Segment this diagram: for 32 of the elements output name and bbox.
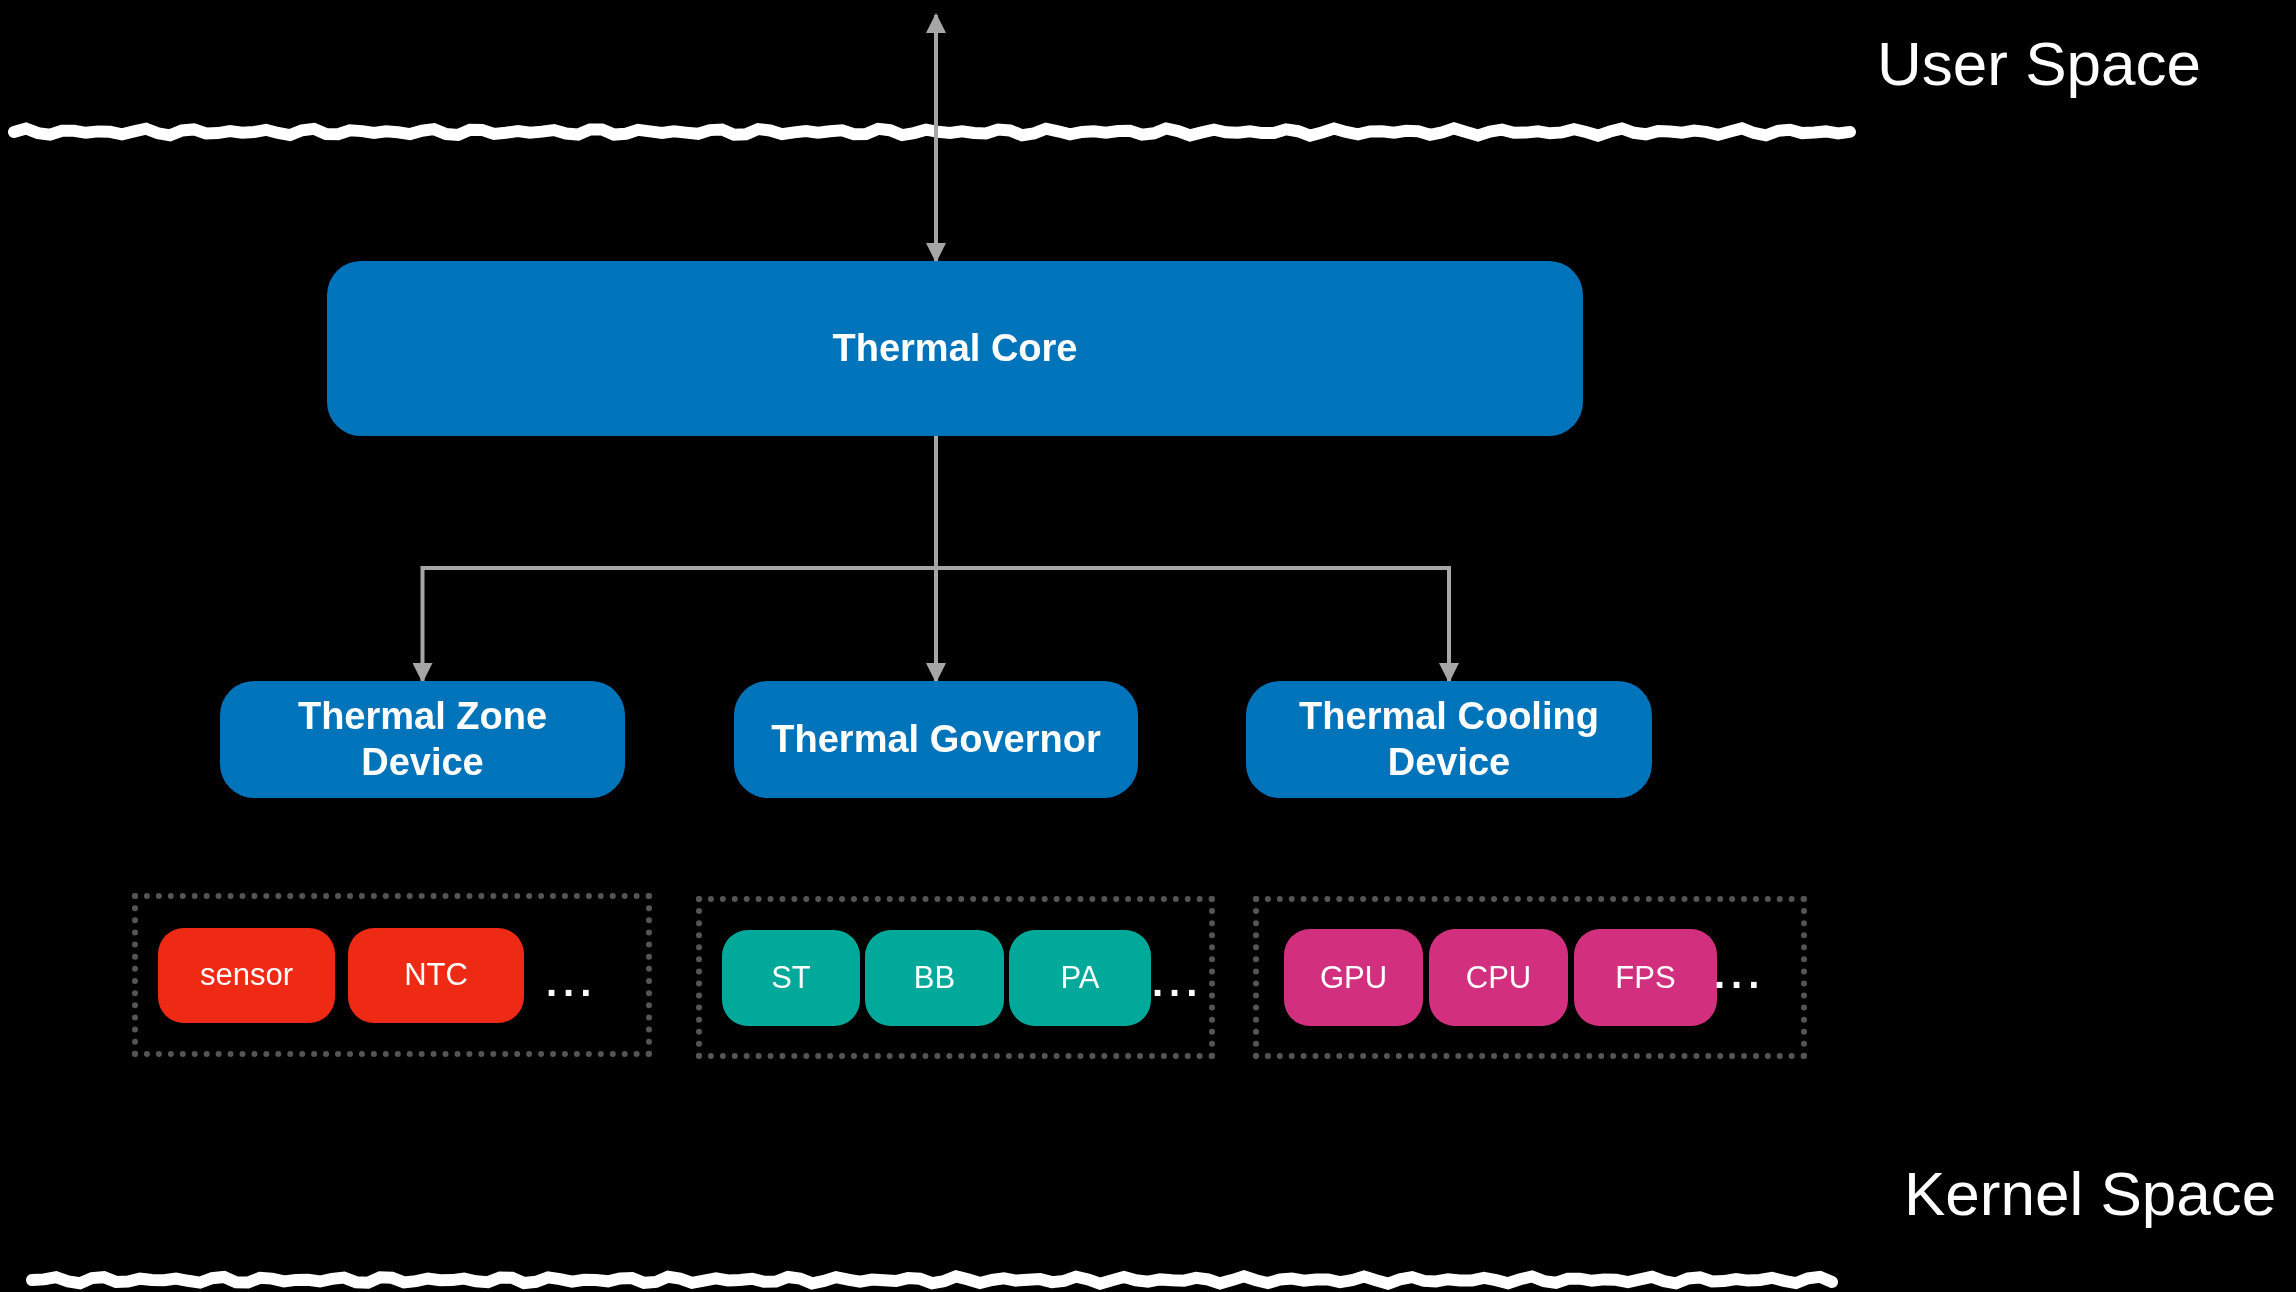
process-box	[1246, 681, 1652, 798]
dashed-group-box	[132, 893, 652, 1057]
arrow	[926, 13, 946, 263]
box-label: PA	[1060, 958, 1100, 997]
box-label: BB	[913, 958, 956, 997]
dashed-group-box	[1253, 896, 1807, 1059]
module-pill	[865, 929, 1004, 1026]
box-label: ST	[771, 958, 811, 997]
module-pill	[348, 927, 524, 1023]
box-label: Thermal Governor	[771, 716, 1101, 762]
dashed-group-box	[696, 896, 1215, 1059]
box-label: GPU	[1319, 958, 1388, 997]
process-box	[327, 261, 1583, 436]
module-pill	[1574, 929, 1717, 1026]
section-label: User Space	[1877, 28, 2201, 99]
module-pill	[1284, 929, 1423, 1026]
box-label: CPU	[1465, 958, 1532, 997]
box-label: Thermal Zone Device	[296, 693, 549, 785]
ellipsis: ...	[546, 960, 598, 1005]
box-label: Thermal Cooling Device	[1298, 693, 1600, 785]
section-label: Kernel Space	[1904, 1158, 2277, 1229]
module-pill	[158, 927, 335, 1023]
process-box	[220, 681, 625, 798]
box-label: Thermal Core	[832, 325, 1078, 371]
process-box	[734, 681, 1138, 798]
box-label: sensor	[199, 956, 293, 994]
box-label: NTC	[404, 956, 468, 994]
module-pill	[1429, 929, 1568, 1026]
module-pill	[722, 929, 860, 1026]
ellipsis: ...	[1152, 960, 1204, 1005]
module-pill	[1009, 929, 1151, 1026]
box-label: FPS	[1615, 958, 1676, 997]
